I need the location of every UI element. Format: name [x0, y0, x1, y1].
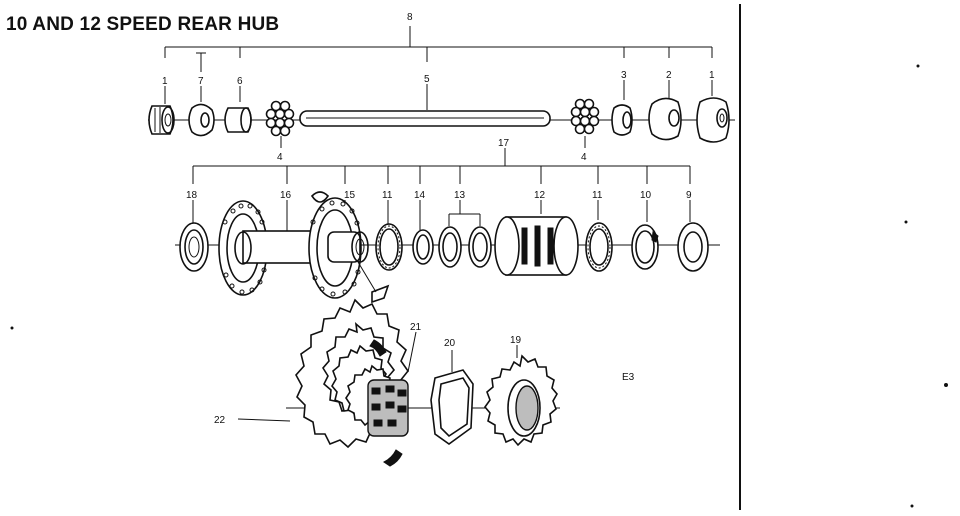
label-21: 21 — [410, 322, 422, 333]
label-19: 19 — [510, 335, 522, 346]
label-1-left: 1 — [162, 76, 168, 87]
label-11-right: 11 — [592, 190, 603, 201]
sprocket-19 — [483, 354, 558, 447]
label-4-left: 4 — [277, 152, 283, 163]
label-7: 7 — [198, 76, 204, 87]
corner-code: E3 — [622, 372, 635, 383]
washer-7 — [188, 103, 215, 137]
label-12: 12 — [534, 190, 546, 201]
frame-right-border — [739, 4, 741, 510]
dust-shield-15 — [310, 191, 390, 304]
cone-ring-9 — [677, 222, 709, 272]
label-3: 3 — [621, 70, 627, 81]
label-18: 18 — [186, 190, 198, 201]
ball-retainer-11-right — [585, 222, 613, 272]
label-5: 5 — [424, 74, 430, 85]
label-10: 10 — [640, 190, 652, 201]
spoke-holes-right — [310, 200, 361, 297]
bracket-17 — [192, 148, 691, 184]
spacers-13 — [438, 226, 492, 268]
spacer-20 — [430, 369, 474, 445]
label-20: 20 — [444, 338, 456, 349]
label-17: 17 — [498, 138, 510, 149]
pawl-ring-10 — [631, 224, 659, 270]
label-22: 22 — [214, 415, 226, 426]
label-13: 13 — [454, 190, 466, 201]
ring-14 — [412, 229, 434, 265]
cone-left-6 — [224, 107, 252, 133]
locknut-left — [148, 105, 175, 135]
label-8: 8 — [407, 12, 413, 23]
label-15: 15 — [344, 190, 356, 201]
ball-bearings-right-4 — [570, 98, 600, 135]
part-labels: 8 1 7 6 5 3 2 1 4 4 17 18 16 15 11 14 13… — [162, 12, 715, 426]
top-row-leaders — [164, 80, 713, 148]
bracket-8 — [164, 26, 713, 72]
bottom-row-leaders — [237, 331, 518, 422]
spoke-holes-left — [222, 203, 267, 295]
freewheel-body-12 — [494, 216, 579, 276]
label-14: 14 — [414, 190, 426, 201]
label-11-left: 11 — [382, 190, 393, 201]
label-9: 9 — [686, 190, 692, 201]
dust-cap-18 — [179, 222, 209, 272]
ball-retainer-11-left — [375, 223, 403, 271]
scan-specks — [10, 64, 948, 508]
label-4-right: 4 — [581, 152, 587, 163]
cone-right-3 — [611, 104, 633, 136]
label-2: 2 — [666, 70, 672, 81]
axle-5 — [299, 110, 551, 127]
label-6: 6 — [237, 76, 243, 87]
locknut-right-1 — [696, 97, 730, 143]
sprocket-cluster-22 — [295, 298, 409, 467]
ball-bearings-left-4 — [265, 100, 295, 137]
label-16: 16 — [280, 190, 292, 201]
label-1-right: 1 — [709, 70, 715, 81]
diagram-title: 10 AND 12 SPEED REAR HUB — [6, 14, 280, 35]
washer-right-2 — [648, 97, 682, 141]
